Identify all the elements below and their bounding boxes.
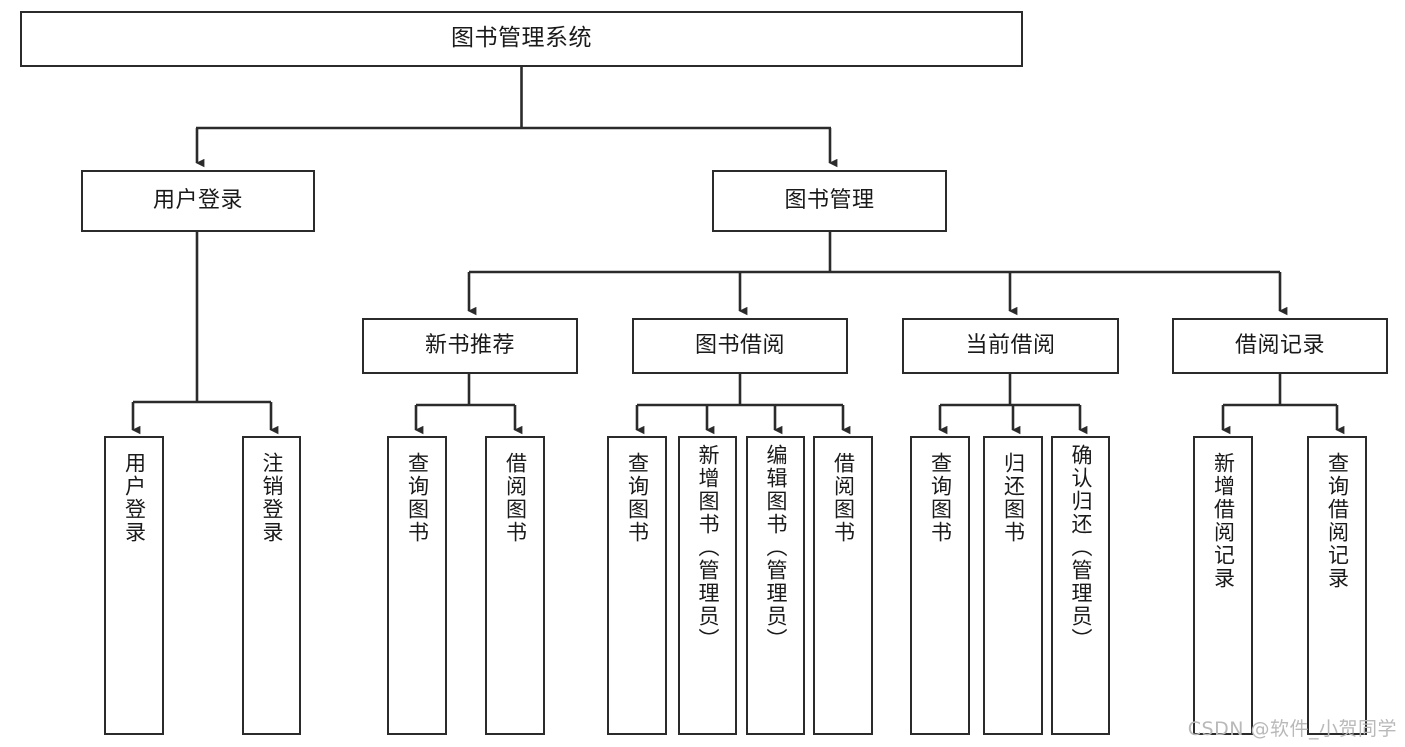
node-leaf-confirm-return-admin[interactable]: 确认归还（管理员） bbox=[1051, 436, 1110, 735]
node-label: 当前借阅 bbox=[965, 333, 1056, 359]
node-label: 借阅图书 bbox=[503, 452, 528, 544]
node-label: 确认归还（管理员） bbox=[1069, 444, 1094, 651]
node-leaf-logout-login[interactable]: 注销登录 bbox=[242, 436, 301, 735]
node-label: 注销登录 bbox=[260, 452, 285, 544]
node-leaf-edit-book-admin[interactable]: 编辑图书（管理员） bbox=[746, 436, 805, 735]
node-label: 新增借阅记录 bbox=[1211, 452, 1236, 590]
node-label: 图书管理系统 bbox=[451, 25, 592, 52]
node-label: 查询图书 bbox=[625, 452, 650, 544]
node-book-borrow[interactable]: 图书借阅 bbox=[632, 318, 848, 374]
csdn-watermark: CSDN @软件_小贺同学 bbox=[1187, 718, 1397, 740]
node-leaf-return-book[interactable]: 归还图书 bbox=[983, 436, 1043, 735]
node-label: 归还图书 bbox=[1001, 452, 1026, 544]
node-leaf-query-book-2[interactable]: 查询图书 bbox=[607, 436, 667, 735]
node-label: 借阅记录 bbox=[1234, 333, 1325, 359]
node-new-book-recommend[interactable]: 新书推荐 bbox=[362, 318, 578, 374]
node-label: 查询图书 bbox=[405, 452, 430, 544]
node-book-manage[interactable]: 图书管理 bbox=[712, 170, 947, 232]
node-leaf-borrow-book-2[interactable]: 借阅图书 bbox=[813, 436, 873, 735]
node-root-system[interactable]: 图书管理系统 bbox=[20, 11, 1023, 67]
node-user-login[interactable]: 用户登录 bbox=[81, 170, 315, 232]
node-label: 图书管理 bbox=[784, 188, 875, 214]
node-leaf-add-book-admin[interactable]: 新增图书（管理员） bbox=[678, 436, 737, 735]
node-leaf-query-book-3[interactable]: 查询图书 bbox=[910, 436, 970, 735]
node-label: 查询借阅记录 bbox=[1325, 452, 1350, 590]
node-leaf-add-borrow-record[interactable]: 新增借阅记录 bbox=[1193, 436, 1253, 735]
node-leaf-query-borrow-record[interactable]: 查询借阅记录 bbox=[1307, 436, 1367, 735]
node-label: 新增图书（管理员） bbox=[696, 444, 721, 651]
node-label: 新书推荐 bbox=[424, 333, 515, 359]
node-leaf-user-login[interactable]: 用户登录 bbox=[104, 436, 164, 735]
node-label: 借阅图书 bbox=[831, 452, 856, 544]
node-borrow-record[interactable]: 借阅记录 bbox=[1172, 318, 1388, 374]
node-label: 图书借阅 bbox=[694, 333, 785, 359]
node-label: 查询图书 bbox=[928, 452, 953, 544]
node-label: 用户登录 bbox=[122, 452, 147, 544]
node-leaf-query-book-1[interactable]: 查询图书 bbox=[387, 436, 447, 735]
node-label: 编辑图书（管理员） bbox=[764, 444, 789, 651]
node-label: 用户登录 bbox=[152, 188, 243, 214]
node-current-borrow[interactable]: 当前借阅 bbox=[902, 318, 1119, 374]
node-leaf-borrow-book-1[interactable]: 借阅图书 bbox=[485, 436, 545, 735]
